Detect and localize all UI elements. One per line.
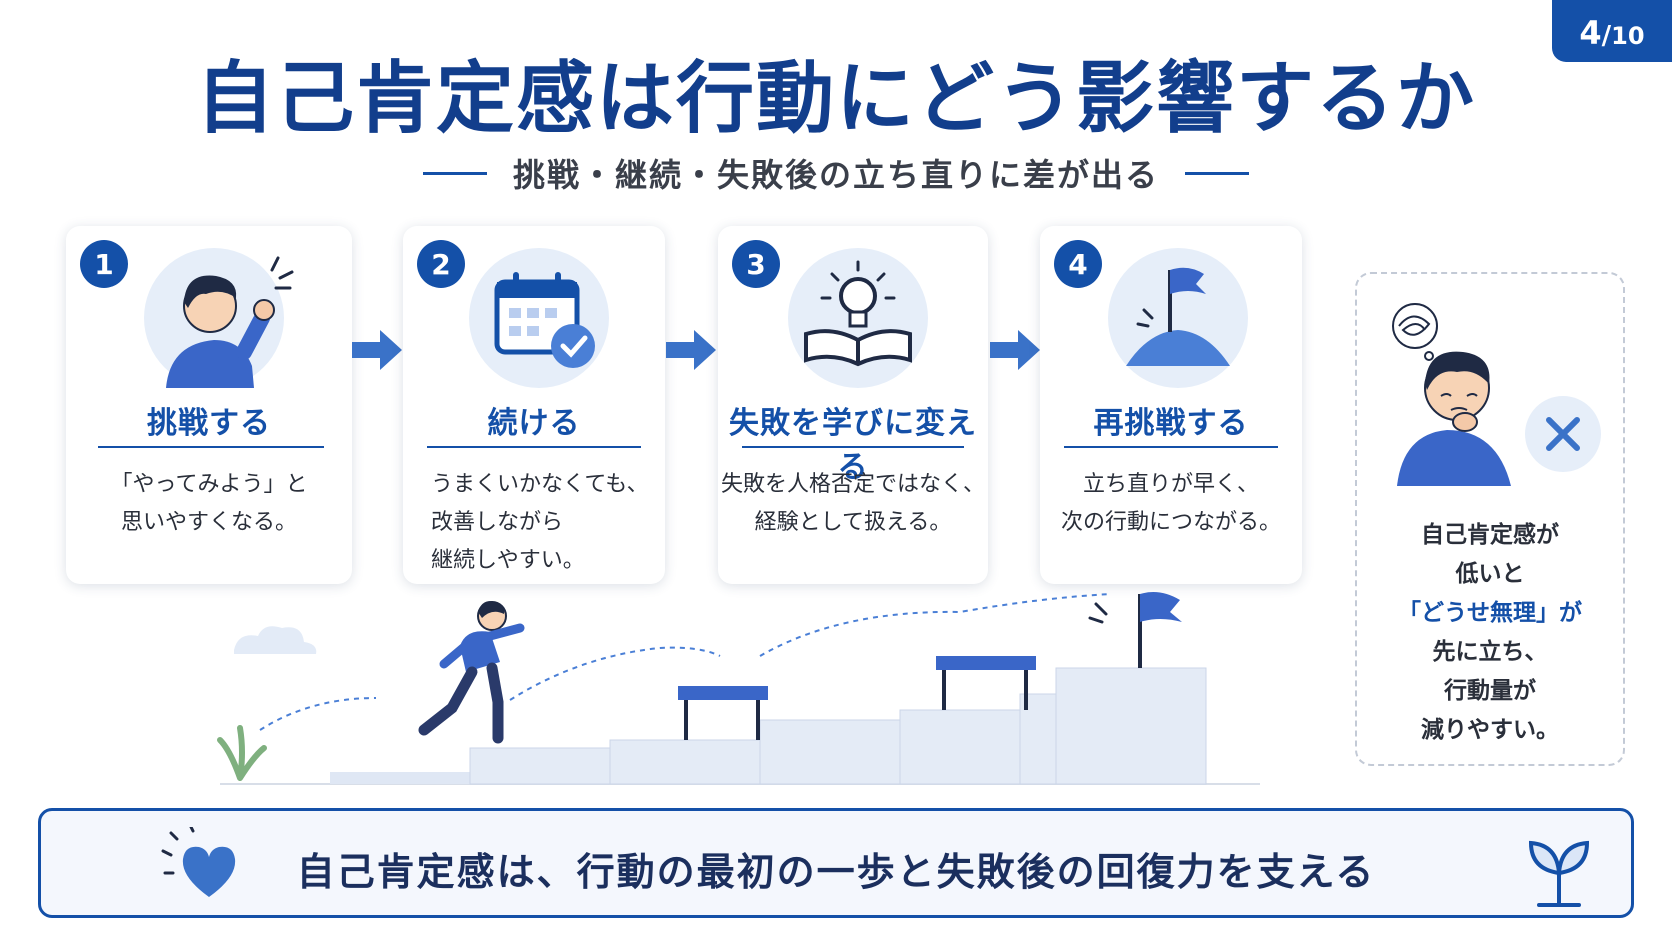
contrast-line: 先に立ち、 [1432,639,1548,665]
step-description: うまくいかなくても、 改善しながら 継続しやすい。 [431,466,661,580]
contrast-line: 減りやすい。 [1421,717,1559,743]
step-rule [742,446,964,448]
step-line: 思いやすくなる。 [120,510,297,535]
step-line: 次の行動につながる。 [1060,510,1281,535]
step-number: 4 [1054,240,1102,288]
subtitle-left-rule [422,171,487,175]
subtitle-row: 挑戦・継続・失敗後の立ち直りに差が出る [0,150,1672,196]
step-rule [98,446,324,448]
step-line: 経験として扱える。 [754,510,952,535]
step-rule [427,446,641,448]
step-card-4: 4 再挑戦する 立ち直りが早く、 次の行動につながる。 [1040,226,1302,584]
staircase-runner-illustration [217,592,1260,785]
contrast-line: 行動量が [1444,678,1536,704]
x-mark-icon [1525,396,1601,472]
worried-person-icon [1392,303,1511,486]
step-number: 2 [417,240,465,288]
page-total: 10 [1611,22,1645,50]
step-description: 「やってみよう」と 思いやすくなる。 [66,466,352,542]
contrast-text: 自己肯定感が 低いと 「どうせ無理」が 先に立ち、 行動量が 減りやすい。 [1357,516,1623,750]
step-description: 失敗を人格否定ではなく、 経験として扱える。 [718,466,988,542]
runner-figure [418,601,525,744]
contrast-line: 低いと [1455,561,1525,587]
sprout-icon [1528,840,1590,907]
step-line: うまくいかなくても、 [431,472,649,497]
page-number-badge: 4 / 10 [1552,0,1672,62]
step-card-3: 3 失敗を学びに変える 失敗を人格否定ではなく、 経験として扱える。 [718,226,988,584]
subtitle-right-rule [1185,171,1249,175]
flow-arrow-1 [352,330,402,370]
page-current: 4 [1579,14,1602,52]
hurdle-1 [678,686,768,740]
slide-title: 自己肯定感は行動にどう影響するか [195,54,1476,144]
step-rule [1064,446,1278,448]
step-card-2: 2 続ける うまくいかなくても、 改善しながら 継続しやすい。 [403,226,665,584]
slide-subtitle: 挑戦・継続・失敗後の立ち直りに差が出る [512,156,1159,194]
summary-banner: 自己肯定感は、行動の最初の一歩と失敗後の回復力を支える [38,808,1634,918]
step-line: 失敗を人格否定ではなく、 [720,472,985,497]
step-heading: 続ける [487,406,581,441]
step-line: 改善しながら [431,510,564,535]
flow-arrow-3 [990,330,1040,370]
summary-text: 自己肯定感は、行動の最初の一歩と失敗後の回復力を支える [296,850,1376,894]
step-number: 3 [732,240,780,288]
goal-flag-icon [1088,592,1182,668]
step-description: 立ち直りが早く、 次の行動につながる。 [1040,466,1302,542]
low-self-esteem-panel: 自己肯定感が 低いと 「どうせ無理」が 先に立ち、 行動量が 減りやすい。 [1355,272,1625,766]
hurdle-2 [936,656,1036,710]
step-line: 「やってみよう」と [110,472,308,497]
contrast-highlight: 「どうせ無理」が [1398,600,1582,626]
lightbulb-book-icon [788,248,928,388]
step-heading: 失敗を学びに変える [729,406,977,485]
step-line: 立ち直りが早く、 [1082,472,1259,497]
step-heading: 再挑戦する [1093,406,1249,441]
flow-arrow-2 [666,330,716,370]
heart-icon [161,827,236,897]
step-number: 1 [80,240,128,288]
page-separator: / [1601,21,1612,51]
summit-flag-icon [1108,248,1248,388]
determined-person-icon [144,248,294,388]
calendar-check-icon [469,248,609,388]
step-card-1: 1 挑戦する 「やってみよう」と 思いやすくなる。 [66,226,352,584]
step-line: 継続しやすい。 [431,548,585,573]
contrast-line: 自己肯定感が [1421,522,1559,548]
step-heading: 挑戦する [147,406,271,441]
